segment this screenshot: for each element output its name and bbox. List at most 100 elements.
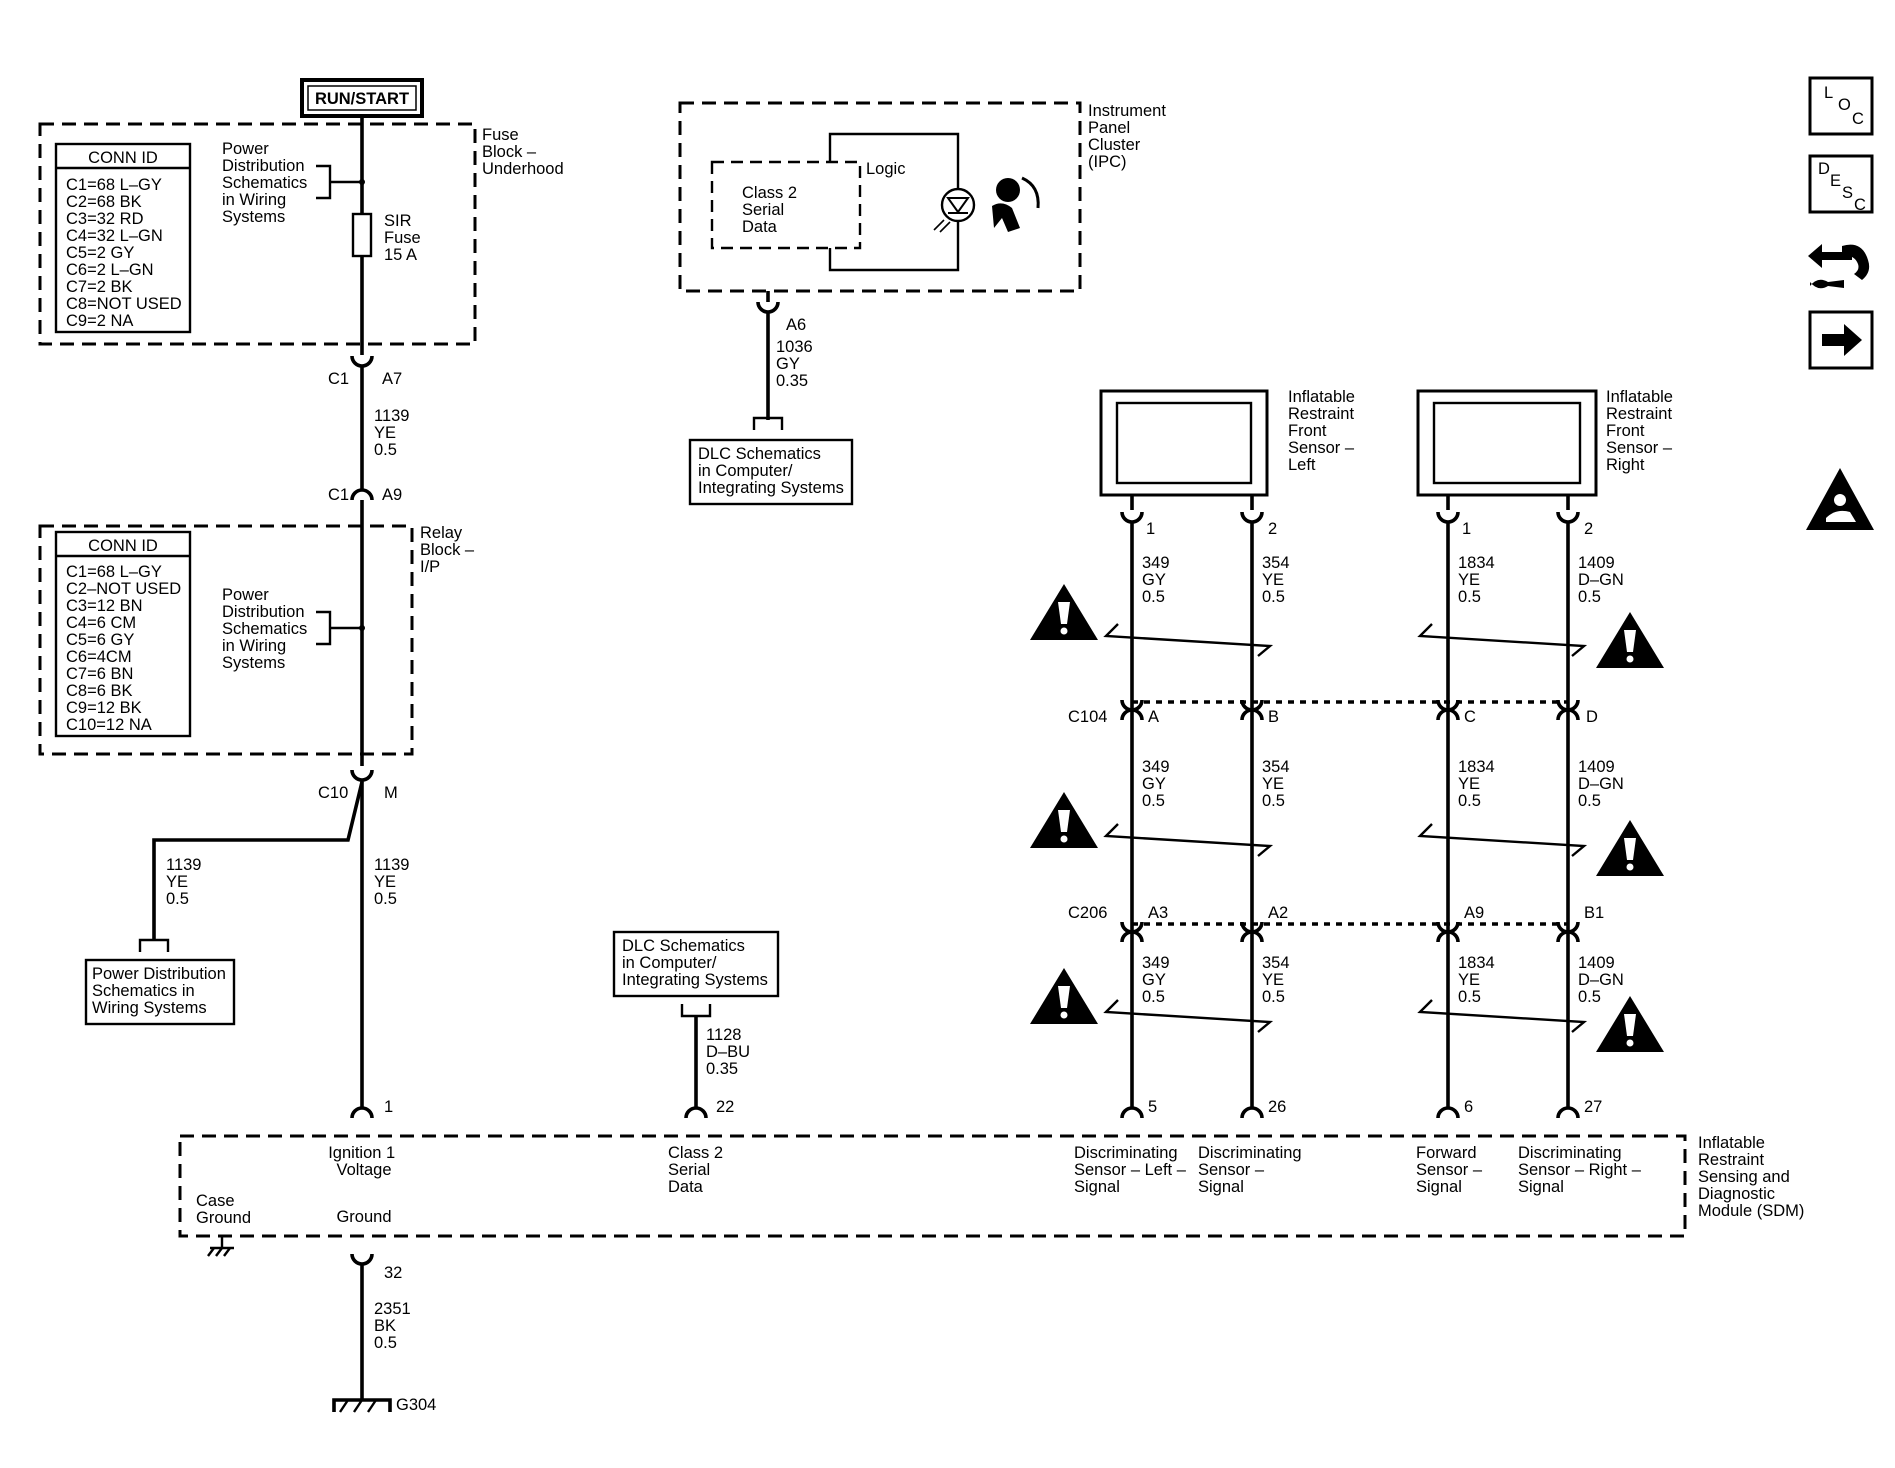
sdm-disc-sensor-left: Discriminating Sensor – Left – Signal bbox=[1074, 1144, 1191, 1196]
connector-c1-a9: C1 A9 bbox=[328, 486, 402, 766]
svg-text:C206: C206 bbox=[1068, 904, 1107, 922]
svg-text:2351 BK 0.5: 2351 BK 0.5 bbox=[374, 1300, 415, 1352]
fuse-block-underhood: Fuse Block – Underhood CONN ID C1=68 L–G… bbox=[38, 122, 564, 346]
svg-text:O: O bbox=[1838, 96, 1851, 114]
svg-text:C10: C10 bbox=[318, 784, 348, 802]
sdm-forward-sensor: Forward Sensor – Signal bbox=[1416, 1144, 1487, 1196]
wire-1139-branch: 1139 YE 0.5 bbox=[166, 856, 206, 908]
wire-1139-segment-2: 1139 YE 0.5 bbox=[374, 856, 414, 908]
fuse-block-power-distribution-ref: Power Distribution Schematics in Wiring … bbox=[222, 140, 365, 226]
sdm-disc-sensor-right: Discriminating Sensor – Right – Signal bbox=[1518, 1144, 1646, 1196]
svg-text:A6: A6 bbox=[786, 316, 806, 334]
dlc-reference-box-bottom: DLC Schematics in Computer/ Integrating … bbox=[612, 930, 780, 1018]
svg-text:Power Distribution: Power Distribution Schematics in Wiring … bbox=[222, 140, 312, 226]
svg-text:C1=68 L–GY C2–NOT USED: C1=68 L–GY C2–NOT USED C3=12 BN C4=6 CM … bbox=[66, 563, 186, 734]
run-start-label: RUN/START bbox=[300, 78, 424, 118]
sdm-case-ground: Case Ground bbox=[196, 1192, 251, 1227]
twisted-pair-marks bbox=[1103, 623, 1588, 1033]
fuse-block-label: Fuse Block – Underhood bbox=[482, 126, 564, 178]
next-arrow-icon[interactable] bbox=[1808, 310, 1874, 370]
svg-text:6: 6 bbox=[1464, 1098, 1473, 1116]
svg-text:2: 2 bbox=[1268, 520, 1277, 538]
case-ground-symbol-icon bbox=[207, 1236, 234, 1257]
svg-text:2: 2 bbox=[1584, 520, 1593, 538]
front-sensor-left-label: Inflatable Restraint Front Sensor – Left bbox=[1288, 388, 1360, 474]
svg-text:SIR Fuse 15 A: SIR Fuse 15 A bbox=[384, 212, 425, 264]
svg-text:32: 32 bbox=[384, 1264, 402, 1282]
sir-fuse: SIR Fuse 15 A bbox=[351, 212, 425, 264]
sdm-ground-label: Ground bbox=[336, 1208, 391, 1226]
wire-1128: 1128 D–BU 0.35 bbox=[706, 1026, 755, 1078]
relay-block-power-distribution-ref: Power Distribution Schematics in Wiring … bbox=[222, 586, 365, 672]
power-distribution-reference-box: Power Distribution Schematics in Wiring … bbox=[84, 938, 236, 1026]
caution-icon bbox=[1030, 792, 1098, 848]
svg-text:1: 1 bbox=[1146, 520, 1155, 538]
svg-text:A9: A9 bbox=[1464, 904, 1484, 922]
svg-text:DLC Schematics in Comput: DLC Schematics in Computer/ Integrating … bbox=[698, 445, 844, 497]
svg-text:L: L bbox=[1824, 84, 1833, 102]
connector-c104: C104 A B C D bbox=[1068, 700, 1598, 726]
caution-icon bbox=[1596, 820, 1664, 876]
relay-block-conn-id-table: CONN ID C1=68 L–GY C2–NOT USED C3=12 BN … bbox=[54, 530, 192, 738]
fuse-block-conn-id-table: CONN ID C1=68 L–GY C2=68 BK C3=32 RD C4=… bbox=[54, 142, 192, 334]
svg-text:CONN ID: CONN ID bbox=[88, 149, 158, 167]
front-sensor-left: Inflatable Restraint Front Sensor – Left… bbox=[1099, 388, 1360, 538]
connector-c1-a7: C1 A7 bbox=[328, 355, 402, 490]
connector-c206: C206 A3 A2 A9 B1 bbox=[1068, 904, 1604, 926]
svg-text:22: 22 bbox=[716, 1098, 734, 1116]
svg-text:A3: A3 bbox=[1148, 904, 1168, 922]
svg-text:1: 1 bbox=[1462, 520, 1471, 538]
svg-text:Power Distribution Schem: Power Distribution Schematics in Wiring … bbox=[92, 965, 230, 1017]
svg-text:C104: C104 bbox=[1068, 708, 1107, 726]
airbag-person-icon bbox=[992, 176, 1040, 232]
front-sensor-right-label: Inflatable Restraint Front Sensor – Righ… bbox=[1606, 388, 1678, 474]
connector-repair-icon[interactable] bbox=[1808, 244, 1870, 289]
svg-text:Power Distribution: Power Distribution Schematics in Wiring … bbox=[222, 586, 312, 672]
sdm-ignition-voltage: Ignition 1 Voltage bbox=[328, 1144, 400, 1179]
sdm-label: Inflatable Restraint Sensing and Diagnos… bbox=[1698, 1134, 1804, 1220]
svg-text:E: E bbox=[1830, 172, 1841, 190]
svg-text:C1=68 L–GY C2=68 BK: C1=68 L–GY C2=68 BK C3=32 RD C4=32 L–GN … bbox=[66, 176, 186, 330]
svg-text:27: 27 bbox=[1584, 1098, 1602, 1116]
caution-icon bbox=[1030, 968, 1098, 1024]
instrument-panel-cluster: Instrument Panel Cluster (IPC) Logic Cla… bbox=[678, 101, 1171, 293]
sdm-pin-22: 22 bbox=[684, 1098, 734, 1119]
airbag-warning-icon bbox=[1806, 468, 1874, 530]
sdm-pin-1: 1 bbox=[350, 1098, 393, 1119]
svg-text:B1: B1 bbox=[1584, 904, 1604, 922]
ipc-logic-label: Logic bbox=[866, 160, 905, 178]
svg-text:A: A bbox=[1148, 708, 1159, 726]
ground-g304-symbol-icon bbox=[332, 1398, 392, 1413]
svg-text:C1: C1 bbox=[328, 370, 349, 388]
svg-text:RUN/START: RUN/START bbox=[315, 90, 409, 108]
svg-text:C: C bbox=[1464, 708, 1476, 726]
svg-text:CONN ID: CONN ID bbox=[88, 537, 158, 555]
airbag-indicator-led-icon bbox=[933, 187, 976, 233]
desc-icon[interactable]: D E S C bbox=[1808, 154, 1874, 214]
svg-text:B: B bbox=[1268, 708, 1279, 726]
svg-text:26: 26 bbox=[1268, 1098, 1286, 1116]
svg-text:M: M bbox=[384, 784, 398, 802]
loc-icon[interactable]: L O C bbox=[1808, 76, 1874, 136]
ground-wire-g304: 32 2351 BK 0.5 G304 bbox=[332, 1253, 436, 1414]
sensor-wire-1409 bbox=[1556, 511, 1580, 1119]
sdm-sensor-pins: 5 26 6 27 bbox=[1148, 1098, 1602, 1116]
svg-text:C: C bbox=[1854, 196, 1866, 214]
ipc-label: Instrument Panel Cluster (IPC) bbox=[1088, 102, 1171, 171]
svg-text:1: 1 bbox=[384, 1098, 393, 1116]
sdm-module: Inflatable Restraint Sensing and Diagnos… bbox=[178, 1134, 1804, 1257]
